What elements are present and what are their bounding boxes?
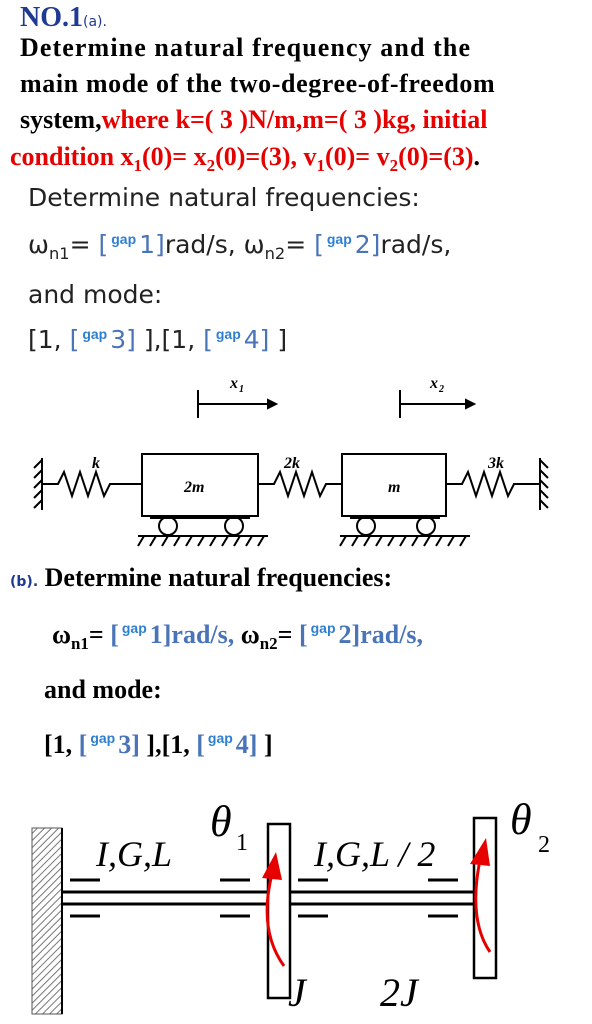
problem-statement-line1: Determine natural frequency and the [20, 33, 472, 62]
disk-j-label: J [288, 970, 308, 1015]
gap2-blank[interactable]: gap [326, 230, 352, 247]
gap4-blank[interactable]: gap [215, 325, 241, 342]
svg-text:1: 1 [239, 384, 244, 395]
problem-statement-line3: system,where k=( 3 )N/m,m=( 3 )kg, initi… [20, 105, 488, 134]
x2-label: x [429, 375, 438, 392]
gap4-blank-b[interactable]: gap [207, 730, 233, 747]
disk-2j-label: 2J [380, 970, 420, 1015]
mass-m-label: m [388, 479, 400, 496]
mass-2m-label: 2m [183, 479, 204, 496]
x1-label: x [229, 375, 238, 392]
gap1-blank[interactable]: gap [111, 230, 137, 247]
spring-k-label: k [92, 455, 100, 472]
gap3-blank[interactable]: gap [82, 325, 108, 342]
torsion-shaft-figure: θ 1 θ 2 I,G,L I,G,L / 2 J 2J [31, 795, 550, 1015]
gap1-blank-b[interactable]: gap [121, 620, 147, 637]
theta1-label: θ [210, 797, 232, 846]
svg-text:2: 2 [538, 832, 550, 858]
problem-statement-line4: condition x1(0)= x2(0)=(3), v1(0)= v2(0)… [10, 142, 481, 176]
problem-statement-line2: main mode of the two-degree-of-freedom [20, 69, 496, 98]
svg-text:1: 1 [236, 830, 248, 856]
gap3-blank-b[interactable]: gap [90, 730, 116, 747]
shaft2-label: I,G,L / 2 [313, 834, 435, 874]
spring-mass-figure: x 1 x 2 k 2k 3k 2m m [33, 375, 549, 547]
part-a-and-mode: and mode: [28, 280, 163, 309]
spring-2k-label: 2k [283, 455, 300, 472]
part-b-det-freq: (b). Determine natural frequencies: [10, 563, 393, 592]
theta2-label: θ [510, 795, 532, 844]
spring-3k-label: 3k [487, 455, 504, 472]
part-b-and-mode: and mode: [44, 675, 162, 704]
gap2-blank-b[interactable]: gap [310, 620, 336, 637]
svg-text:2: 2 [438, 384, 444, 395]
shaft1-label: I,G,L [95, 834, 172, 874]
part-a-det-freq: Determine natural frequencies: [28, 183, 420, 212]
problem-number: NO.1(a). [20, 2, 107, 33]
